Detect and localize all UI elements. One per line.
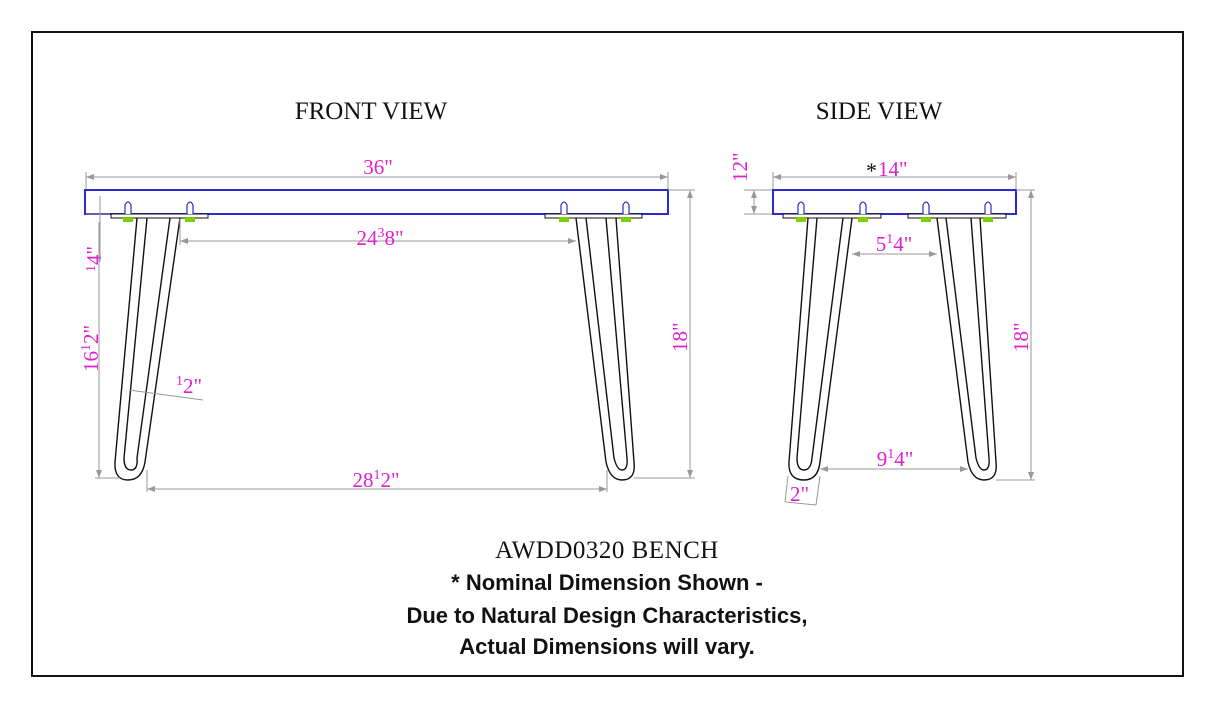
drawing-border xyxy=(31,31,1184,677)
dim-side-foot-span: 914" xyxy=(877,447,914,471)
dim-rod-diameter: 12" xyxy=(176,374,202,398)
dim-foot-width: 2" xyxy=(790,482,809,506)
dim-foot-span: 2812" xyxy=(352,468,399,492)
side-view-title: SIDE VIEW xyxy=(816,98,943,125)
front-view: FRONT VIEW 36" xyxy=(79,98,695,492)
bolt-icon xyxy=(858,201,868,222)
bolt-icon xyxy=(621,201,631,222)
bolt-icon xyxy=(921,201,931,222)
bolt-icon xyxy=(796,201,806,222)
bench-top-side xyxy=(772,189,1017,215)
nominal-note-line-3: Actual Dimensions will vary. xyxy=(459,634,755,659)
front-view-title: FRONT VIEW xyxy=(295,98,448,125)
nominal-note-line-1: * Nominal Dimension Shown - xyxy=(451,570,763,595)
hairpin-leg-side-right xyxy=(936,217,997,481)
side-view: SIDE VIEW * 14" 12" xyxy=(728,98,1035,506)
bench-top xyxy=(84,189,669,215)
nominal-note-line-2: Due to Natural Design Characteristics, xyxy=(406,603,808,628)
dim-leg-height: 1612" xyxy=(79,325,103,372)
dim-side-overall-height: 18" xyxy=(1009,322,1033,352)
bolt-icon xyxy=(123,201,133,222)
dim-plate-thickness: 14" xyxy=(82,246,106,272)
dim-top-thickness: 12" xyxy=(728,152,752,182)
hairpin-leg-side-left xyxy=(788,217,853,481)
dim-overall-width: 36" xyxy=(363,155,393,179)
dim-overall-height: 18" xyxy=(668,322,692,352)
dim-side-leg-inner-top: 514" xyxy=(876,232,913,256)
bolt-icon xyxy=(559,201,569,222)
hairpin-leg-right xyxy=(575,217,635,481)
hairpin-leg-left xyxy=(114,217,181,481)
bolt-icon xyxy=(983,201,993,222)
bolt-icon xyxy=(185,201,195,222)
dim-leg-inner-top: 2438" xyxy=(356,226,403,250)
nominal-asterisk: * xyxy=(866,158,877,183)
dim-overall-depth: 14" xyxy=(878,157,908,181)
model-title: AWDD0320 BENCH xyxy=(495,537,719,564)
